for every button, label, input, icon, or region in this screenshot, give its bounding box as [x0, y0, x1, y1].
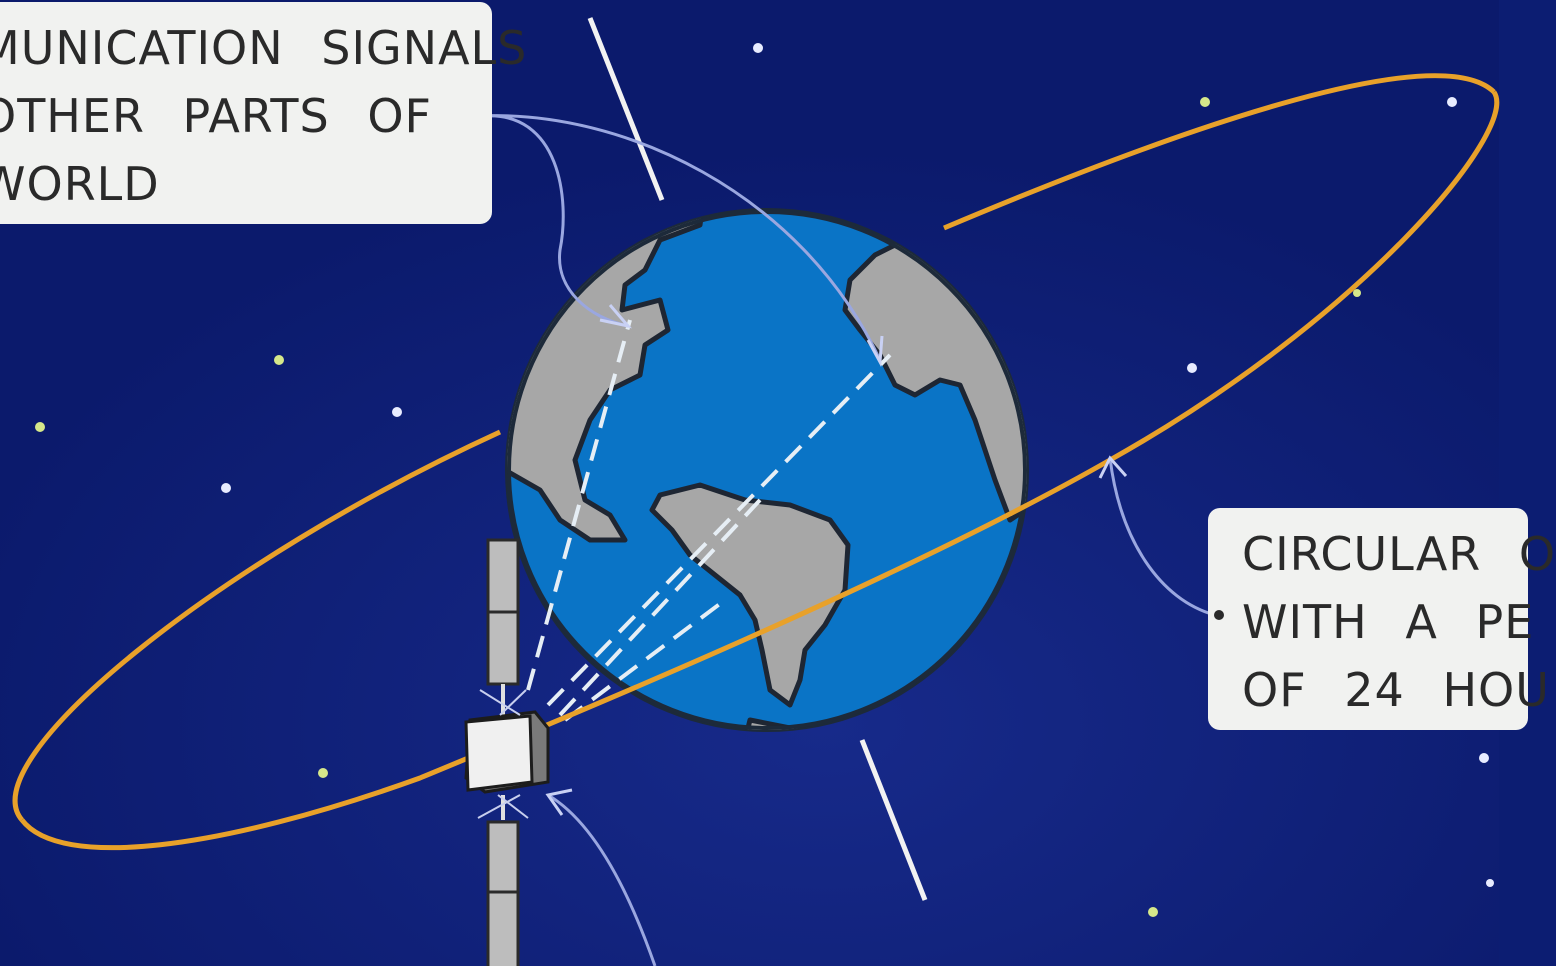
earth-axis-bottom [859, 739, 928, 901]
star-icon [753, 43, 763, 53]
signal-beams [526, 319, 892, 722]
star-icon [318, 768, 328, 778]
label-orbit-line-1: CIRCULAR O [1242, 527, 1556, 581]
earth-axis-top [587, 17, 665, 201]
star-icon [1187, 363, 1197, 373]
star-icon [392, 407, 402, 417]
label-circular-orbit: CIRCULAR O WITH A PE OF 24 HOU [1208, 508, 1556, 730]
star-icon [1200, 97, 1210, 107]
label-orbit-line-3: OF 24 HOU [1242, 663, 1550, 717]
star-icon [35, 422, 45, 432]
star-icon [1447, 97, 1457, 107]
pointer-dot-orbit [1214, 610, 1224, 620]
label-pointers [481, 114, 1216, 966]
pointer-arrowheads [545, 304, 1128, 816]
orbit-back [12, 73, 1496, 822]
orbit-front [20, 90, 1500, 851]
label-communication-signals: MUNICATION SIGNALS OTHER PARTS OF WORLD [0, 2, 528, 224]
star-icon [1148, 907, 1158, 917]
geostationary-orbit-diagram [0, 0, 1500, 966]
star-icon [221, 483, 231, 493]
label-signals-line-3: WORLD [0, 157, 160, 211]
stars [35, 43, 1494, 917]
label-signals-line-2: OTHER PARTS OF [0, 89, 433, 143]
star-icon [274, 355, 284, 365]
label-orbit-line-2: WITH A PE [1242, 595, 1535, 649]
star-icon [1486, 879, 1494, 887]
label-signals-line-1: MUNICATION SIGNALS [0, 21, 528, 75]
satellite-icon [464, 538, 550, 966]
star-icon [1353, 289, 1361, 297]
star-icon [1479, 753, 1489, 763]
